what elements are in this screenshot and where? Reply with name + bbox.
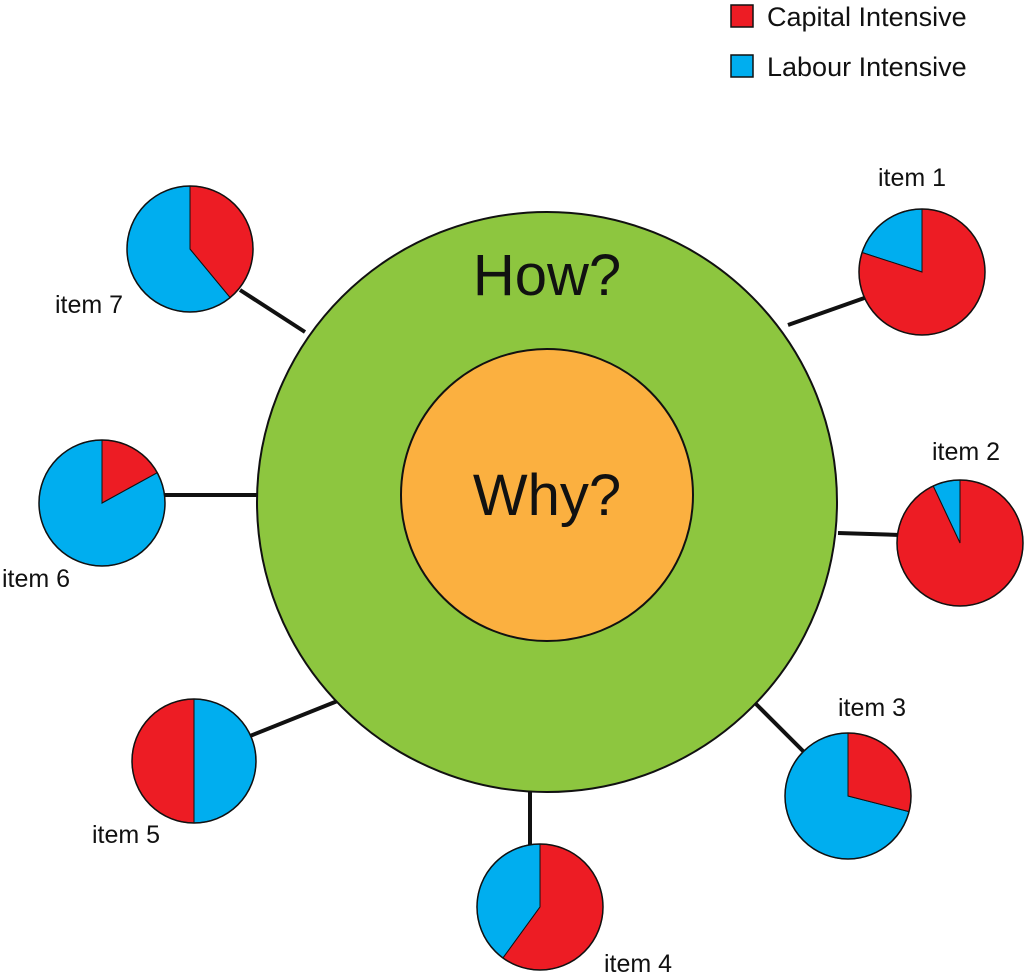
item-pies [38,185,1024,971]
item-5-capital-slice [131,698,195,824]
legend-label-labour: Labour Intensive [767,52,967,82]
connector-item-5 [249,698,341,738]
connector-item-1 [787,294,871,327]
legend-label-capital: Capital Intensive [767,2,967,32]
item-5-labour-slice [193,698,257,824]
item-7-label: item 7 [55,291,123,319]
item-4-label: item 4 [604,950,672,978]
item-6-label: item 6 [2,565,70,593]
legend-swatch-labour [730,54,754,78]
item-6-pie [38,439,166,567]
item-6-pie-outline [38,439,166,567]
item-2-pie-outline [896,479,1024,607]
legend-swatch-capital [730,4,754,28]
item-5-pie [131,698,257,824]
item-1-pie [858,208,986,336]
connector-item-7 [238,288,307,334]
item-3-pie [784,732,912,860]
item-2-label: item 2 [932,438,1000,466]
item-3-pie-outline [784,732,912,860]
item-1-pie-outline [858,208,986,336]
item-2-pie [896,479,1024,607]
item-7-pie-outline [126,185,254,313]
item-5-pie-outline [131,698,257,824]
connector-item-2 [837,531,901,537]
connector-item-3 [754,702,807,755]
connectors [164,288,901,845]
item-5-label: item 5 [92,821,160,849]
inner-circle-label: Why? [473,463,621,528]
outer-circle-label: How? [473,243,621,308]
item-1-label: item 1 [878,164,946,192]
item-3-label: item 3 [838,694,906,722]
item-4-pie [476,843,604,971]
item-4-pie-outline [476,843,604,971]
legend: Capital Intensive Labour Intensive [730,2,967,82]
inner-circle [400,348,694,642]
item-7-pie [126,185,254,313]
item-labels: item 1 item 2 item 3 item 4 item 5 item … [2,164,1000,978]
